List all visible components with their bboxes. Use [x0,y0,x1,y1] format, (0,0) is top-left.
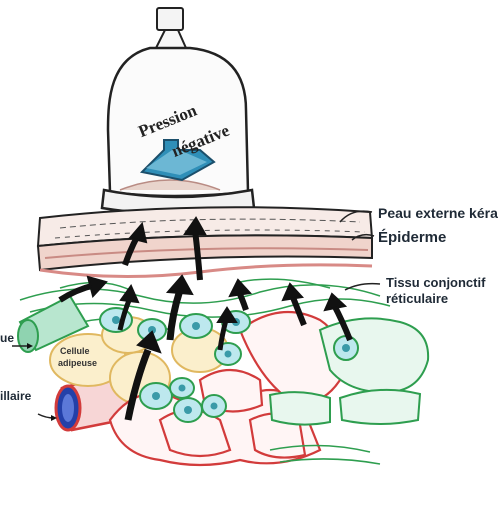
label-left-top: ue [0,331,15,345]
label-pointers [12,210,381,421]
skin-layers [36,206,374,279]
label-outer-skin: Peau externe kéra [378,205,498,221]
label-reticular: réticulaire [386,291,449,306]
label-fat-cell: Cellule [60,346,90,356]
lymph-vessel [17,294,90,353]
label-adipose: adipeuse [58,358,98,368]
tissue-cells [99,307,359,423]
lower-fibers [269,444,381,465]
upward-arrows [58,216,353,421]
label-left-bottom: illaire [0,389,32,403]
label-connective-tissue: Tissu conjonctif [386,275,486,290]
label-epidermis: Épiderme [378,229,447,246]
